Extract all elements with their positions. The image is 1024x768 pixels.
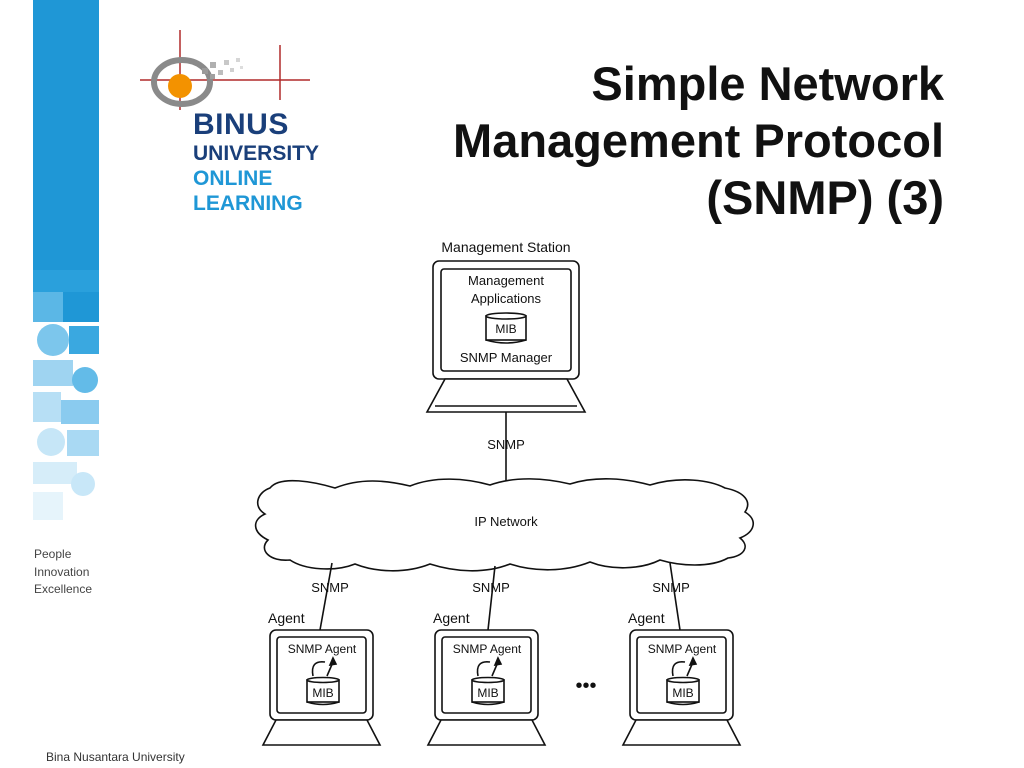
agent-link-1 (319, 562, 333, 631)
agent-3-mib-cylinder (666, 676, 700, 706)
logo-learning-text: LEARNING (193, 192, 303, 215)
station-keyboard (425, 378, 587, 413)
more-agents-ellipsis: ••• (575, 675, 596, 697)
footer-university: Bina Nusantara University (46, 750, 185, 764)
agent-2-mib-label: MIB (477, 686, 498, 700)
agent-link-2 (487, 565, 496, 631)
title-line-2: Management Protocol (453, 114, 944, 167)
decorative-blue-strip (33, 0, 99, 270)
snmp-diagram: Management Station Management Applicatio… (254, 239, 754, 746)
slide-title: Simple Network Management Protocol (SNMP… (384, 55, 944, 226)
ip-network-label: IP Network (474, 514, 538, 529)
logo-online-text: ONLINE (193, 167, 273, 190)
top-snmp-label: SNMP (487, 437, 525, 452)
mgmt-apps-line-1: Management (468, 273, 544, 288)
binus-logo-graphic (140, 30, 310, 110)
agent-1-snmp-link-label: SNMP (311, 580, 349, 595)
agent-3-snmp-link-label: SNMP (652, 580, 690, 595)
agent-2-title: SNMP Agent (453, 642, 522, 656)
agent-1-label: Agent (268, 610, 305, 626)
motto-line-excellence: Excellence (34, 582, 93, 596)
agent-2-snmp-link-label: SNMP (472, 580, 510, 595)
ip-network-cloud (254, 478, 754, 572)
station-mib-cylinder (485, 312, 527, 344)
decorative-pattern (33, 270, 99, 520)
agent-1-mib-label: MIB (312, 686, 333, 700)
motto-line-innovation: Innovation (34, 564, 90, 579)
snmp-manager-label: SNMP Manager (460, 350, 553, 365)
motto: People Innovation Excellence (34, 546, 92, 599)
title-line-3: (SNMP) (3) (706, 171, 944, 224)
mgmt-apps-line-2: Applications (471, 291, 542, 306)
logo-binus-text: BINUS (193, 108, 289, 141)
station-mib-label: MIB (495, 322, 516, 336)
agent-3-label: Agent (628, 610, 665, 626)
logo-university-text: UNIVERSITY (193, 142, 320, 165)
station-label: Management Station (441, 239, 570, 255)
agent-2-label: Agent (433, 610, 470, 626)
agent-3-title: SNMP Agent (648, 642, 717, 656)
title-line-1: Simple Network (591, 57, 944, 110)
agent-3-mib-label: MIB (672, 686, 693, 700)
agent-1-title: SNMP Agent (288, 642, 357, 656)
agent-link-3 (669, 562, 681, 631)
motto-line-people: People (34, 547, 72, 561)
agent-1-mib-cylinder (306, 676, 340, 706)
agent-2-mib-cylinder (471, 676, 505, 706)
